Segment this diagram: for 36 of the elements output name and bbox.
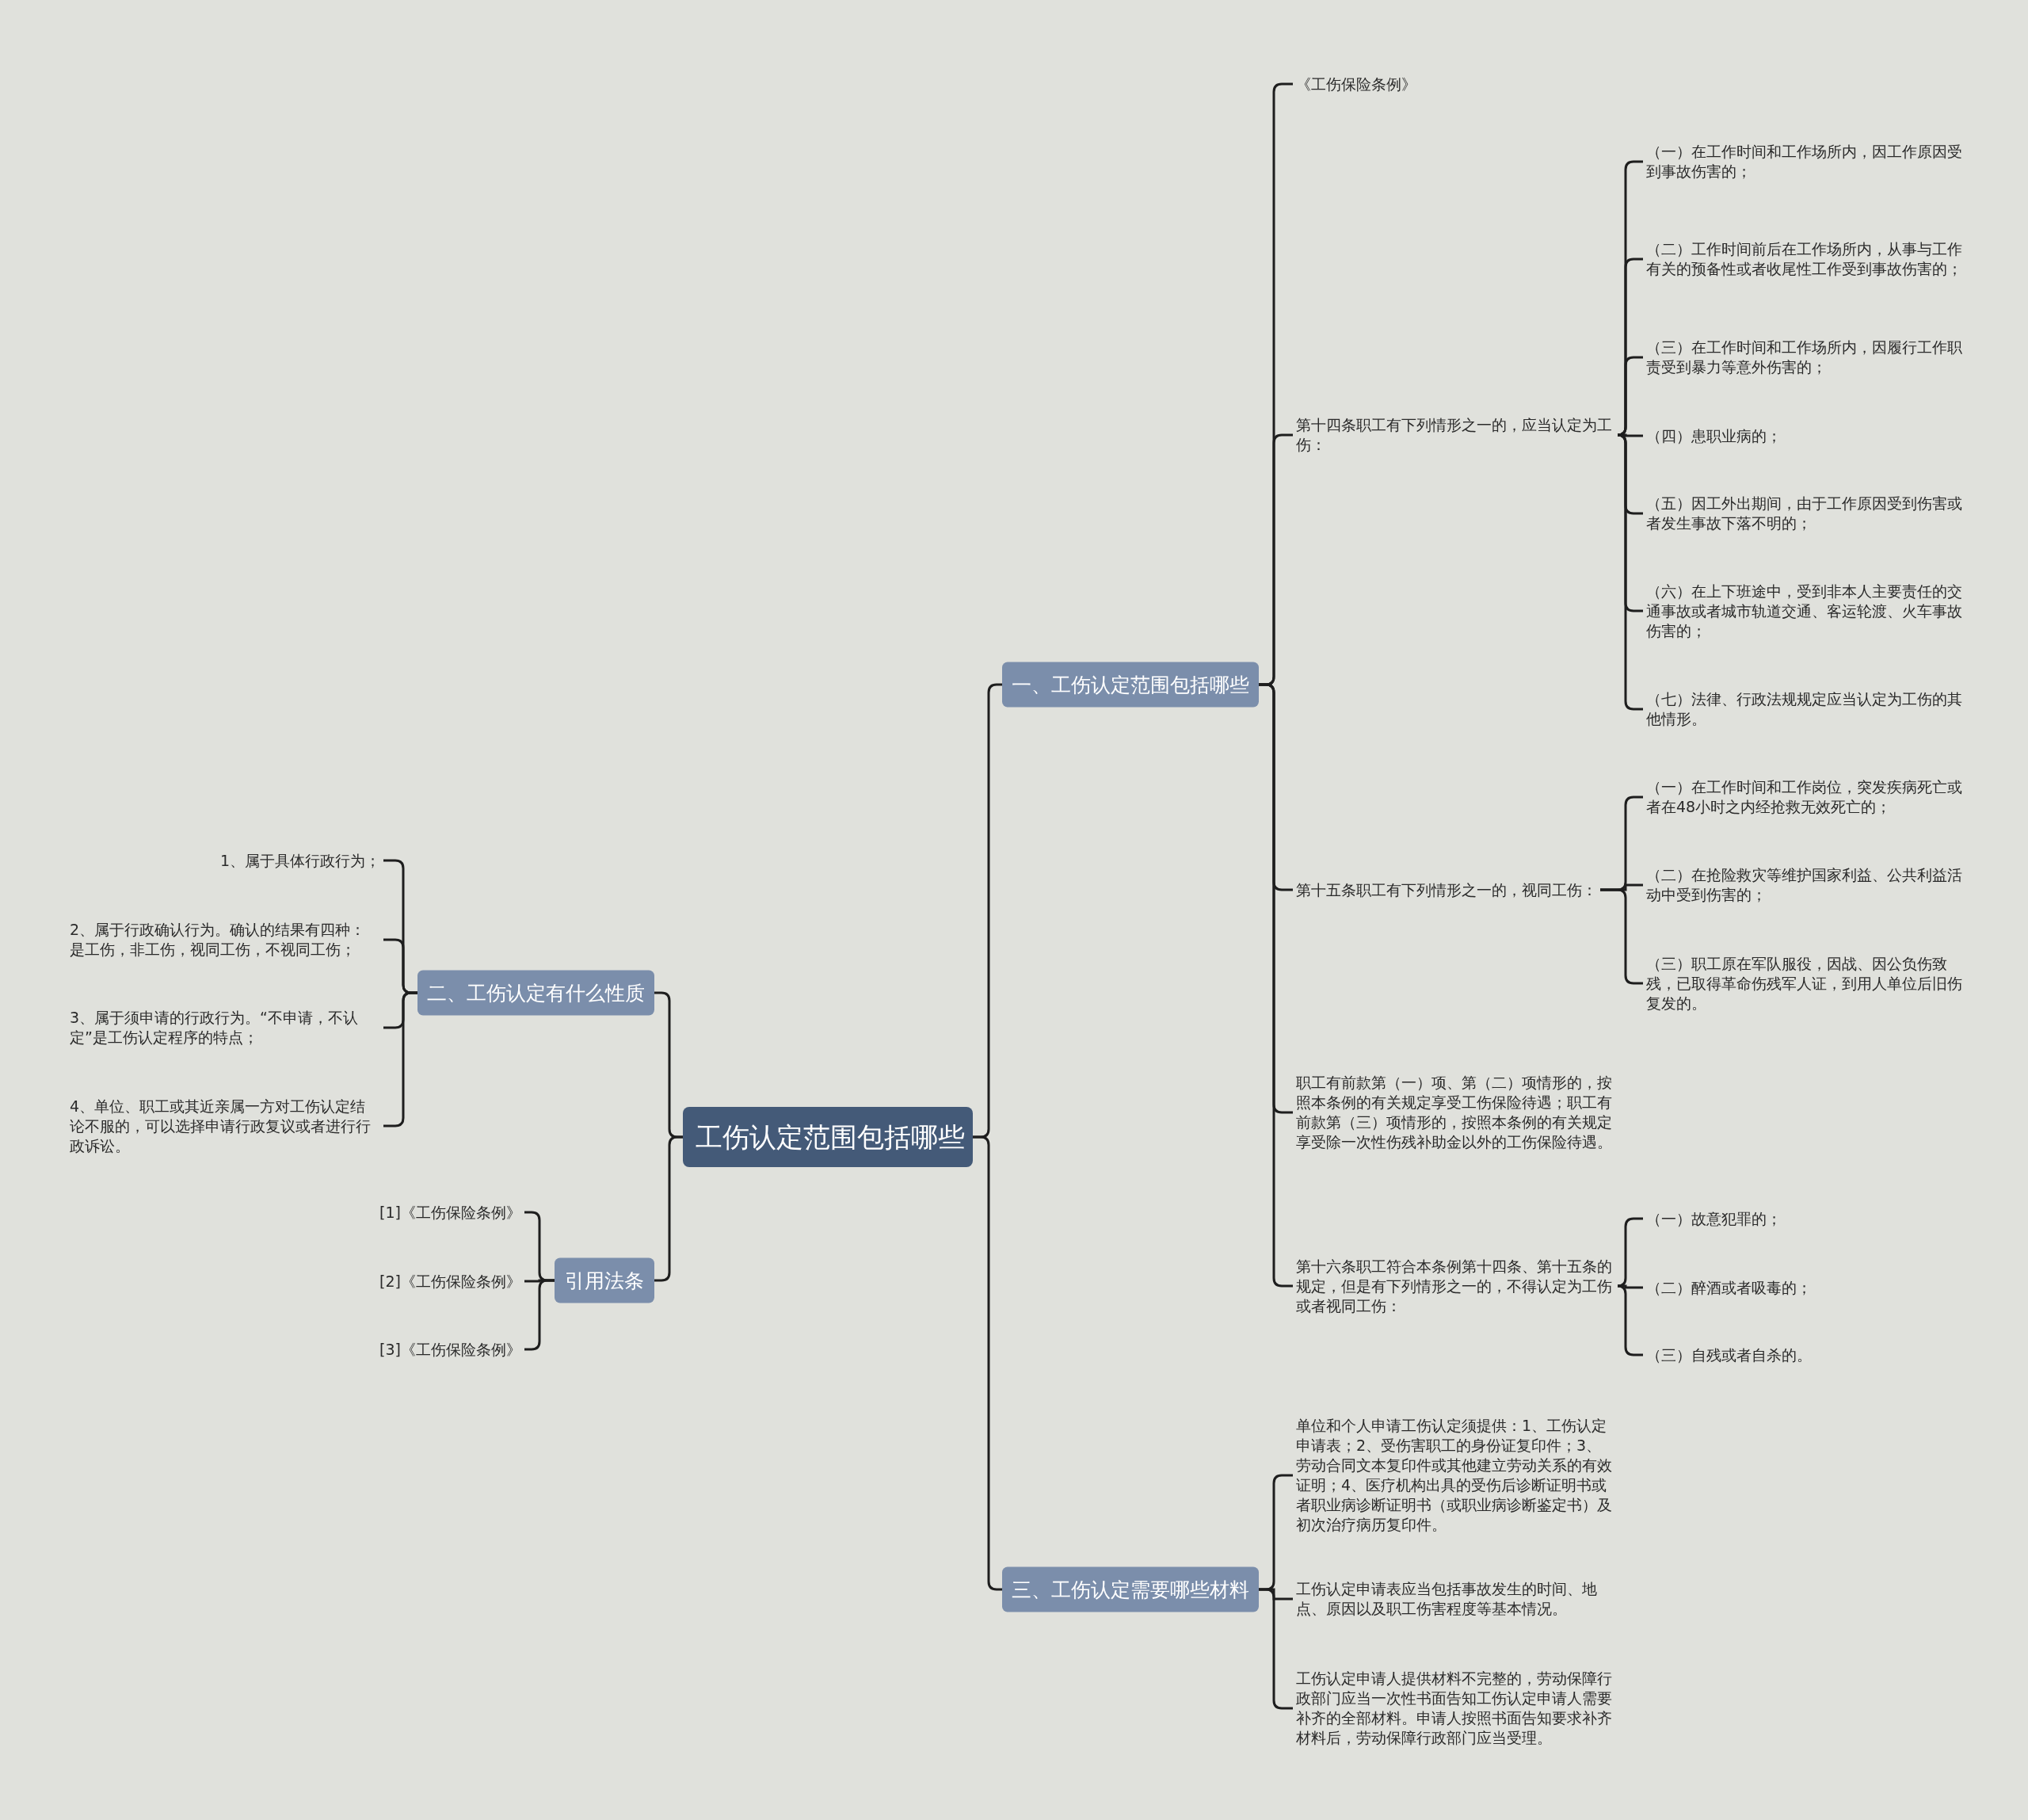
topic-text: 工伤认定申请人提供材料不完整的，劳动保障行政部门应当一次性书面告知工伤认定申请人需要补齐的全部材料。申请人按照书面告知要求补齐材料后，劳动保障行政部门应当受理。 [1293, 1669, 1618, 1748]
topic-text: 第十四条职工有下列情形之一的，应当认定为工伤： [1293, 415, 1618, 455]
topic-text: 2、属于行政确认行为。确认的结果有四种：是工伤，非工伤，视同工伤，不视同工伤； [67, 920, 383, 960]
topic-text: 职工有前款第（一）项、第（二）项情形的，按照本条例的有关规定享受工伤保险待遇；职工有前款第（三）项情形的，按照本条例的有关规定享受除一次性伤残补助金以外的工伤保险待遇。 [1293, 1073, 1618, 1152]
connector-line [973, 1135, 1002, 1591]
topic-text: （三）自残或者自杀的。 [1643, 1345, 1815, 1365]
topic-text: （一）在工作时间和工作岗位，突发疾病死亡或者在48小时之内经抢救无效死亡的； [1643, 777, 1969, 817]
topic-text: 第十六条职工符合本条例第十四条、第十五条的规定，但是有下列情形之一的，不得认定为工伤或者视同工伤： [1293, 1256, 1618, 1316]
topic-box: 一、工伤认定范围包括哪些 [1002, 662, 1259, 708]
topic-text: （二）在抢险救灾等维护国家利益、公共利益活动中受到伤害的； [1643, 865, 1969, 905]
topic-text: 第十五条职工有下列情形之一的，视同工伤： [1293, 879, 1600, 900]
topic-text: 1、属于具体行政行为； [216, 850, 383, 871]
topic-box: 二、工伤认定有什么性质 [417, 970, 654, 1016]
connector-line [1616, 356, 1643, 437]
topic-text: （三）在工作时间和工作场所内，因履行工作职责受到暴力等意外伤害的； [1643, 338, 1969, 377]
connector-line [654, 1135, 683, 1282]
topic-text: （二）醉酒或者吸毒的； [1643, 1277, 1815, 1298]
topic-text: [1]《工伤保险条例》 [376, 1202, 524, 1223]
topic-box: 引用法条 [555, 1257, 654, 1303]
topic-text: （二）工作时间前后在工作场所内，从事与工作有关的预备性或者收尾性工作受到事故伤害的； [1643, 239, 1969, 279]
topic-text: （一）在工作时间和工作场所内，因工作原因受到事故伤害的； [1643, 142, 1969, 181]
topic-text: 3、属于须申请的行政行为。“不申请，不认定”是工伤认定程序的特点； [67, 1008, 383, 1047]
central-topic-box: 工伤认定范围包括哪些 [683, 1107, 973, 1167]
topic-text: （七）法律、行政法规规定应当认定为工伤的其他情形。 [1643, 689, 1969, 729]
topic-text: （一）故意犯罪的； [1643, 1208, 1785, 1229]
topic-text: （四）患职业病的； [1643, 425, 1785, 446]
topic-text: 工伤认定申请表应当包括事故发生的时间、地点、原因以及职工伤害程度等基本情况。 [1293, 1579, 1618, 1619]
topic-text: （六）在上下班途中，受到非本人主要责任的交通事故或者城市轨道交通、客运轮渡、火车事故伤害的； [1643, 581, 1969, 641]
topic-text: （五）因工外出期间，由于工作原因受到伤害或者发生事故下落不明的； [1643, 494, 1969, 533]
topic-text: 4、单位、职工或其近亲属一方对工伤认定结论不服的，可以选择申请行政复议或者进行行政诉讼。 [67, 1096, 383, 1156]
topic-text: 单位和个人申请工伤认定须提供：1、工伤认定申请表；2、受伤害职工的身份证复印件；3、劳动合同文本复印件或其他建立劳动关系的有效证明；4、医疗机构出具的受伤后诊断证明书或者职业病诊断证明书（或职业病诊断鉴定书）及初次治疗病历复印件。 [1293, 1416, 1618, 1535]
topic-text: [3]《工伤保险条例》 [376, 1339, 524, 1360]
topic-text: [2]《工伤保险条例》 [376, 1271, 524, 1292]
topic-box: 三、工伤认定需要哪些材料 [1002, 1566, 1259, 1612]
topic-text: （三）职工原在军队服役，因战、因公负伤致残，已取得革命伤残军人证，到用人单位后旧伤复发的。 [1643, 953, 1969, 1013]
topic-text: 《工伤保险条例》 [1293, 74, 1420, 94]
